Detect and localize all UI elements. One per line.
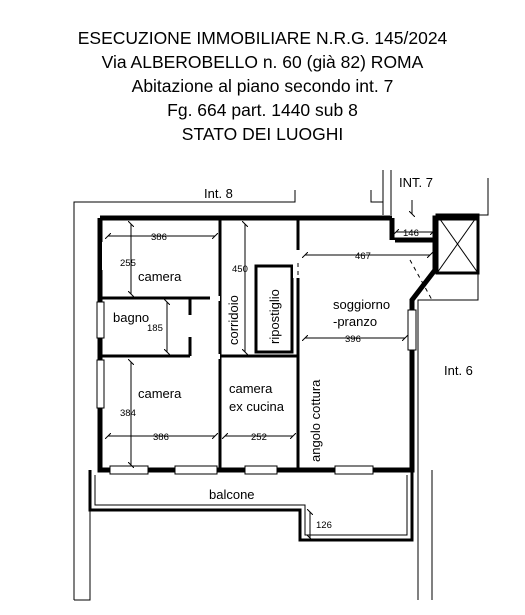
wall-right xyxy=(300,240,438,473)
title-cadastral: Fg. 664 part. 1440 sub 8 xyxy=(167,100,358,120)
dim-cucina-width: 252 xyxy=(251,432,267,443)
title-unit: Abitazione al piano secondo int. 7 xyxy=(131,76,394,96)
label-pranzo: -pranzo xyxy=(333,314,377,329)
window-balcony-3 xyxy=(244,465,278,475)
dim-soggiorno-width-top: 467 xyxy=(355,251,371,262)
dimension-lines xyxy=(108,200,433,538)
drawing-title-block: ESECUZIONE IMMOBILIARE N.R.G. 145/2024 V… xyxy=(0,26,525,146)
window-camera-bottom xyxy=(96,359,105,409)
window-bagno xyxy=(96,301,105,339)
title-state: STATO DEI LUOGHI xyxy=(181,124,344,144)
label-camera-top: camera xyxy=(138,269,182,284)
window-balcony-1 xyxy=(109,465,149,475)
label-int8: Int. 8 xyxy=(204,186,233,201)
label-balcone: balcone xyxy=(209,487,255,502)
label-int7: INT. 7 xyxy=(399,175,433,190)
dim-corridoio-length: 450 xyxy=(232,264,248,275)
balcony-outline xyxy=(88,470,414,542)
balcony xyxy=(88,470,414,542)
dim-bagno-depth: 185 xyxy=(147,323,163,334)
label-soggiorno: soggiorno xyxy=(333,297,390,312)
wall-ripostiglio xyxy=(254,264,294,354)
dim-camera-top-width: 386 xyxy=(151,232,167,243)
label-cucina-1: camera xyxy=(229,381,273,396)
label-angolo-cottura: angolo cottura xyxy=(308,379,323,462)
int7-right-line xyxy=(478,178,489,216)
label-bagno: bagno xyxy=(113,310,149,325)
window-balcony-4 xyxy=(334,465,374,475)
dim-soggiorno-width: 396 xyxy=(345,334,361,345)
stairwell xyxy=(435,213,480,275)
label-cucina-2: ex cucina xyxy=(229,399,285,414)
label-ripostiglio: ripostiglio xyxy=(267,289,282,344)
dim-balcone-depth: 126 xyxy=(316,520,332,531)
int7-stair-line xyxy=(370,190,383,203)
neighbour-outlines xyxy=(73,170,489,601)
label-corridoio: corridoio xyxy=(226,295,241,345)
windows xyxy=(96,301,417,475)
dim-camera-bottom-depth: 384 xyxy=(120,408,136,419)
dim-camera-top-depth: 255 xyxy=(120,258,136,269)
dim-landing-width: 146 xyxy=(403,228,419,239)
window-soggiorno xyxy=(407,309,417,351)
dashed-details xyxy=(297,259,433,345)
title-procedure: ESECUZIONE IMMOBILIARE N.R.G. 145/2024 xyxy=(77,28,448,48)
label-int6: Int. 6 xyxy=(444,363,473,378)
int8-boundary xyxy=(73,190,296,600)
dim-camera-bottom-width: 386 xyxy=(153,432,169,443)
window-balcony-2 xyxy=(174,465,218,475)
title-address: Via ALBEROBELLO n. 60 (già 82) ROMA xyxy=(101,52,424,72)
label-camera-bottom: camera xyxy=(138,386,182,401)
